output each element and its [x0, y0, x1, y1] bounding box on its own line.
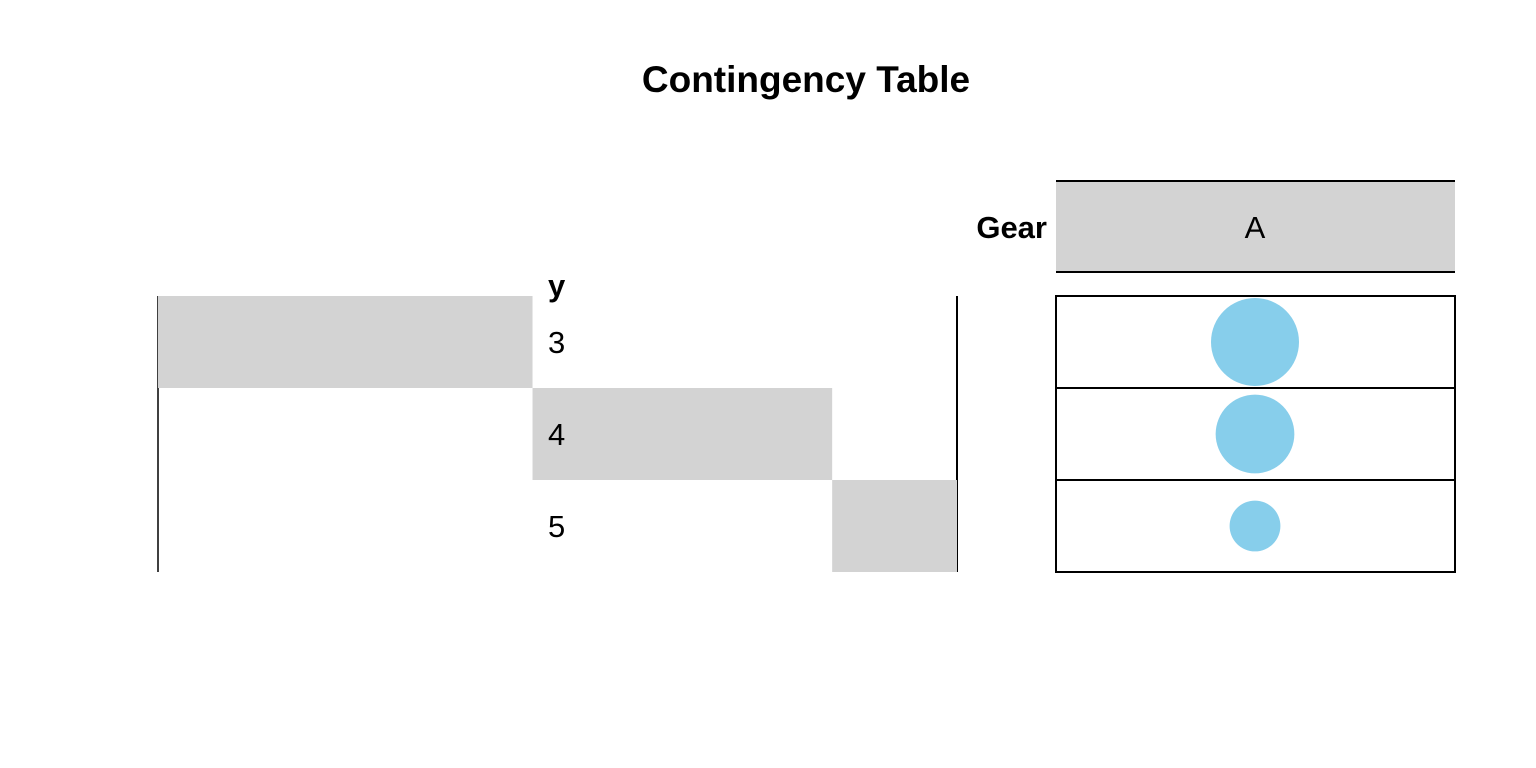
- frequency-circle-3: [1211, 298, 1299, 386]
- circles-layer: [1211, 298, 1299, 552]
- facet-label: Gear: [976, 210, 1047, 245]
- row-variable-label: y: [548, 268, 566, 303]
- bars-layer: [158, 296, 957, 572]
- bar-row-5: [832, 480, 957, 572]
- row-label-5: 5: [548, 509, 565, 544]
- row-label-4: 4: [548, 417, 565, 452]
- row-label-3: 3: [548, 325, 565, 360]
- circle-grid-layer: [1056, 387, 1455, 481]
- facet-value: A: [1245, 210, 1266, 245]
- bar-row-3: [158, 296, 533, 388]
- bar-row-4: [532, 388, 833, 480]
- frequency-circle-4: [1215, 394, 1295, 474]
- row-labels-layer: 3 4 5: [548, 325, 565, 544]
- frequency-circle-5: [1229, 500, 1281, 552]
- circle-panel-frame: [1055, 295, 1456, 573]
- facet-strip: [1056, 181, 1455, 272]
- chart-title: Contingency Table: [642, 59, 970, 100]
